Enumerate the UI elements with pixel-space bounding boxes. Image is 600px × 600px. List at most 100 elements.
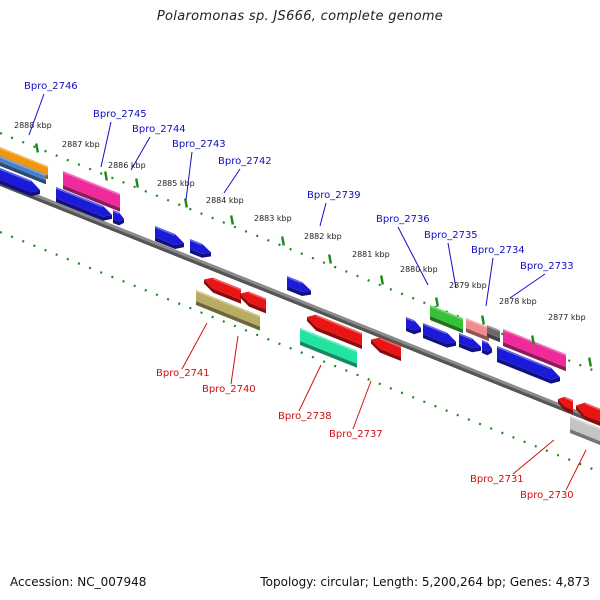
gene-feature[interactable] bbox=[240, 291, 267, 314]
gene-feature[interactable] bbox=[195, 290, 261, 331]
gene-label[interactable]: Bpro_2742 bbox=[218, 156, 272, 167]
gene-feature-body bbox=[466, 318, 489, 338]
gene-feature-side bbox=[558, 399, 573, 414]
gene-label[interactable]: Bpro_2735 bbox=[424, 230, 478, 241]
gene-feature-side bbox=[0, 179, 40, 197]
scale-tick-mark bbox=[230, 215, 234, 225]
gene-callouts: Bpro_2746Bpro_2745Bpro_2744Bpro_2743Bpro… bbox=[24, 81, 587, 501]
gene-callout[interactable]: Bpro_2746 bbox=[24, 81, 78, 136]
gene-feature[interactable] bbox=[0, 164, 40, 197]
gene-label[interactable]: Bpro_2743 bbox=[172, 139, 226, 150]
gene-feature[interactable] bbox=[204, 277, 242, 304]
genome-backbone bbox=[0, 179, 600, 426]
gene-callout-line bbox=[565, 449, 587, 491]
backbone-shadow bbox=[0, 180, 600, 426]
gene-callout[interactable]: Bpro_2735 bbox=[424, 230, 478, 289]
gene-label[interactable]: Bpro_2737 bbox=[329, 429, 383, 440]
gene-callout[interactable]: Bpro_2743 bbox=[172, 139, 226, 201]
gene-feature-side bbox=[503, 342, 566, 372]
gene-callout-line bbox=[447, 242, 457, 289]
gene-feature[interactable] bbox=[496, 346, 560, 384]
gene-feature-side bbox=[196, 301, 260, 331]
gene-callout-line bbox=[28, 93, 45, 136]
gene-feature-side bbox=[482, 348, 492, 356]
gene-feature[interactable] bbox=[429, 305, 464, 334]
gene-label[interactable]: Bpro_2746 bbox=[24, 81, 78, 92]
gene-callout[interactable]: Bpro_2740 bbox=[202, 335, 256, 395]
gene-feature-body bbox=[300, 328, 357, 364]
gene-feature[interactable] bbox=[486, 325, 501, 343]
gene-feature-highlight bbox=[481, 340, 488, 344]
gene-feature[interactable] bbox=[569, 416, 600, 449]
gene-feature[interactable] bbox=[112, 210, 124, 226]
gene-feature[interactable] bbox=[154, 226, 184, 249]
gene-feature-body bbox=[204, 277, 241, 300]
gene-feature[interactable] bbox=[405, 317, 421, 335]
gene-feature[interactable] bbox=[481, 340, 492, 356]
gene-feature-body bbox=[63, 171, 120, 208]
gene-feature[interactable] bbox=[299, 328, 358, 368]
gene-feature-highlight bbox=[0, 156, 47, 177]
gene-feature[interactable] bbox=[558, 396, 574, 414]
gene-label[interactable]: Bpro_2736 bbox=[376, 214, 430, 225]
gene-callout[interactable]: Bpro_2742 bbox=[218, 156, 272, 194]
gene-feature[interactable] bbox=[422, 323, 456, 348]
gene-feature[interactable] bbox=[55, 187, 112, 221]
gene-feature-side bbox=[0, 161, 46, 185]
gene-feature[interactable] bbox=[189, 239, 211, 258]
gene-label[interactable]: Bpro_2745 bbox=[93, 109, 147, 120]
gene-feature-side bbox=[459, 343, 481, 353]
gene-callout[interactable]: Bpro_2744 bbox=[130, 124, 186, 171]
gene-label[interactable]: Bpro_2744 bbox=[132, 124, 186, 135]
gene-feature-side bbox=[155, 237, 184, 249]
gene-callout[interactable]: Bpro_2730 bbox=[520, 449, 587, 501]
gene-label[interactable]: Bpro_2739 bbox=[307, 190, 361, 201]
gene-label[interactable]: Bpro_2734 bbox=[471, 245, 525, 256]
gene-feature[interactable] bbox=[307, 314, 363, 349]
gene-callout-line bbox=[223, 168, 241, 194]
gene-feature-highlight bbox=[422, 323, 448, 335]
gene-label[interactable]: Bpro_2740 bbox=[202, 384, 256, 395]
gene-feature[interactable] bbox=[576, 402, 600, 430]
gene-feature[interactable] bbox=[465, 318, 490, 342]
gene-callout[interactable]: Bpro_2736 bbox=[376, 214, 430, 286]
gene-feature-body bbox=[430, 305, 463, 330]
scale-tick-label: 2880 kbp bbox=[400, 265, 438, 274]
gene-feature-highlight bbox=[0, 168, 32, 183]
gene-callout[interactable]: Bpro_2733 bbox=[509, 261, 574, 299]
gene-label[interactable]: Bpro_2741 bbox=[156, 368, 210, 379]
gene-feature-body bbox=[0, 167, 40, 193]
gene-callout[interactable]: Bpro_2737 bbox=[329, 380, 383, 440]
gene-feature[interactable] bbox=[458, 333, 481, 353]
gene-feature-body bbox=[497, 346, 560, 380]
gene-feature[interactable] bbox=[286, 276, 311, 296]
gene-feature[interactable] bbox=[0, 152, 47, 185]
gene-callout-line bbox=[130, 136, 151, 171]
gene-label[interactable]: Bpro_2733 bbox=[520, 261, 574, 272]
gene-label[interactable]: Bpro_2730 bbox=[520, 490, 574, 501]
scale-tick-mark bbox=[35, 143, 39, 153]
gene-label[interactable]: Bpro_2731 bbox=[470, 474, 524, 485]
accession-text: Accession: NC_007948 bbox=[10, 575, 147, 589]
gene-feature-side bbox=[63, 185, 120, 212]
scale-tick-label: 2879 kbp bbox=[449, 281, 487, 290]
gene-feature[interactable] bbox=[371, 337, 402, 361]
scale-tick-label: 2885 kbp bbox=[157, 179, 195, 188]
gene-feature-highlight bbox=[429, 305, 464, 320]
gene-callout[interactable]: Bpro_2734 bbox=[471, 245, 525, 307]
gene-feature-side bbox=[113, 218, 124, 226]
gene-feature-body bbox=[371, 337, 401, 357]
gene-feature-side bbox=[487, 333, 500, 343]
gene-feature[interactable] bbox=[62, 171, 121, 212]
gene-feature-highlight bbox=[212, 277, 242, 291]
gene-callout[interactable]: Bpro_2741 bbox=[156, 322, 210, 379]
gene-feature-side bbox=[430, 316, 463, 334]
scale-tick-mark bbox=[481, 315, 485, 325]
scale-tick-label: 2881 kbp bbox=[352, 250, 390, 259]
gene-callout[interactable]: Bpro_2745 bbox=[93, 109, 147, 168]
gene-callout[interactable]: Bpro_2739 bbox=[307, 190, 361, 227]
gene-feature-highlight bbox=[112, 210, 120, 215]
gene-callout[interactable]: Bpro_2738 bbox=[278, 364, 332, 422]
gene-label[interactable]: Bpro_2738 bbox=[278, 411, 332, 422]
gene-callout[interactable]: Bpro_2731 bbox=[470, 439, 555, 485]
